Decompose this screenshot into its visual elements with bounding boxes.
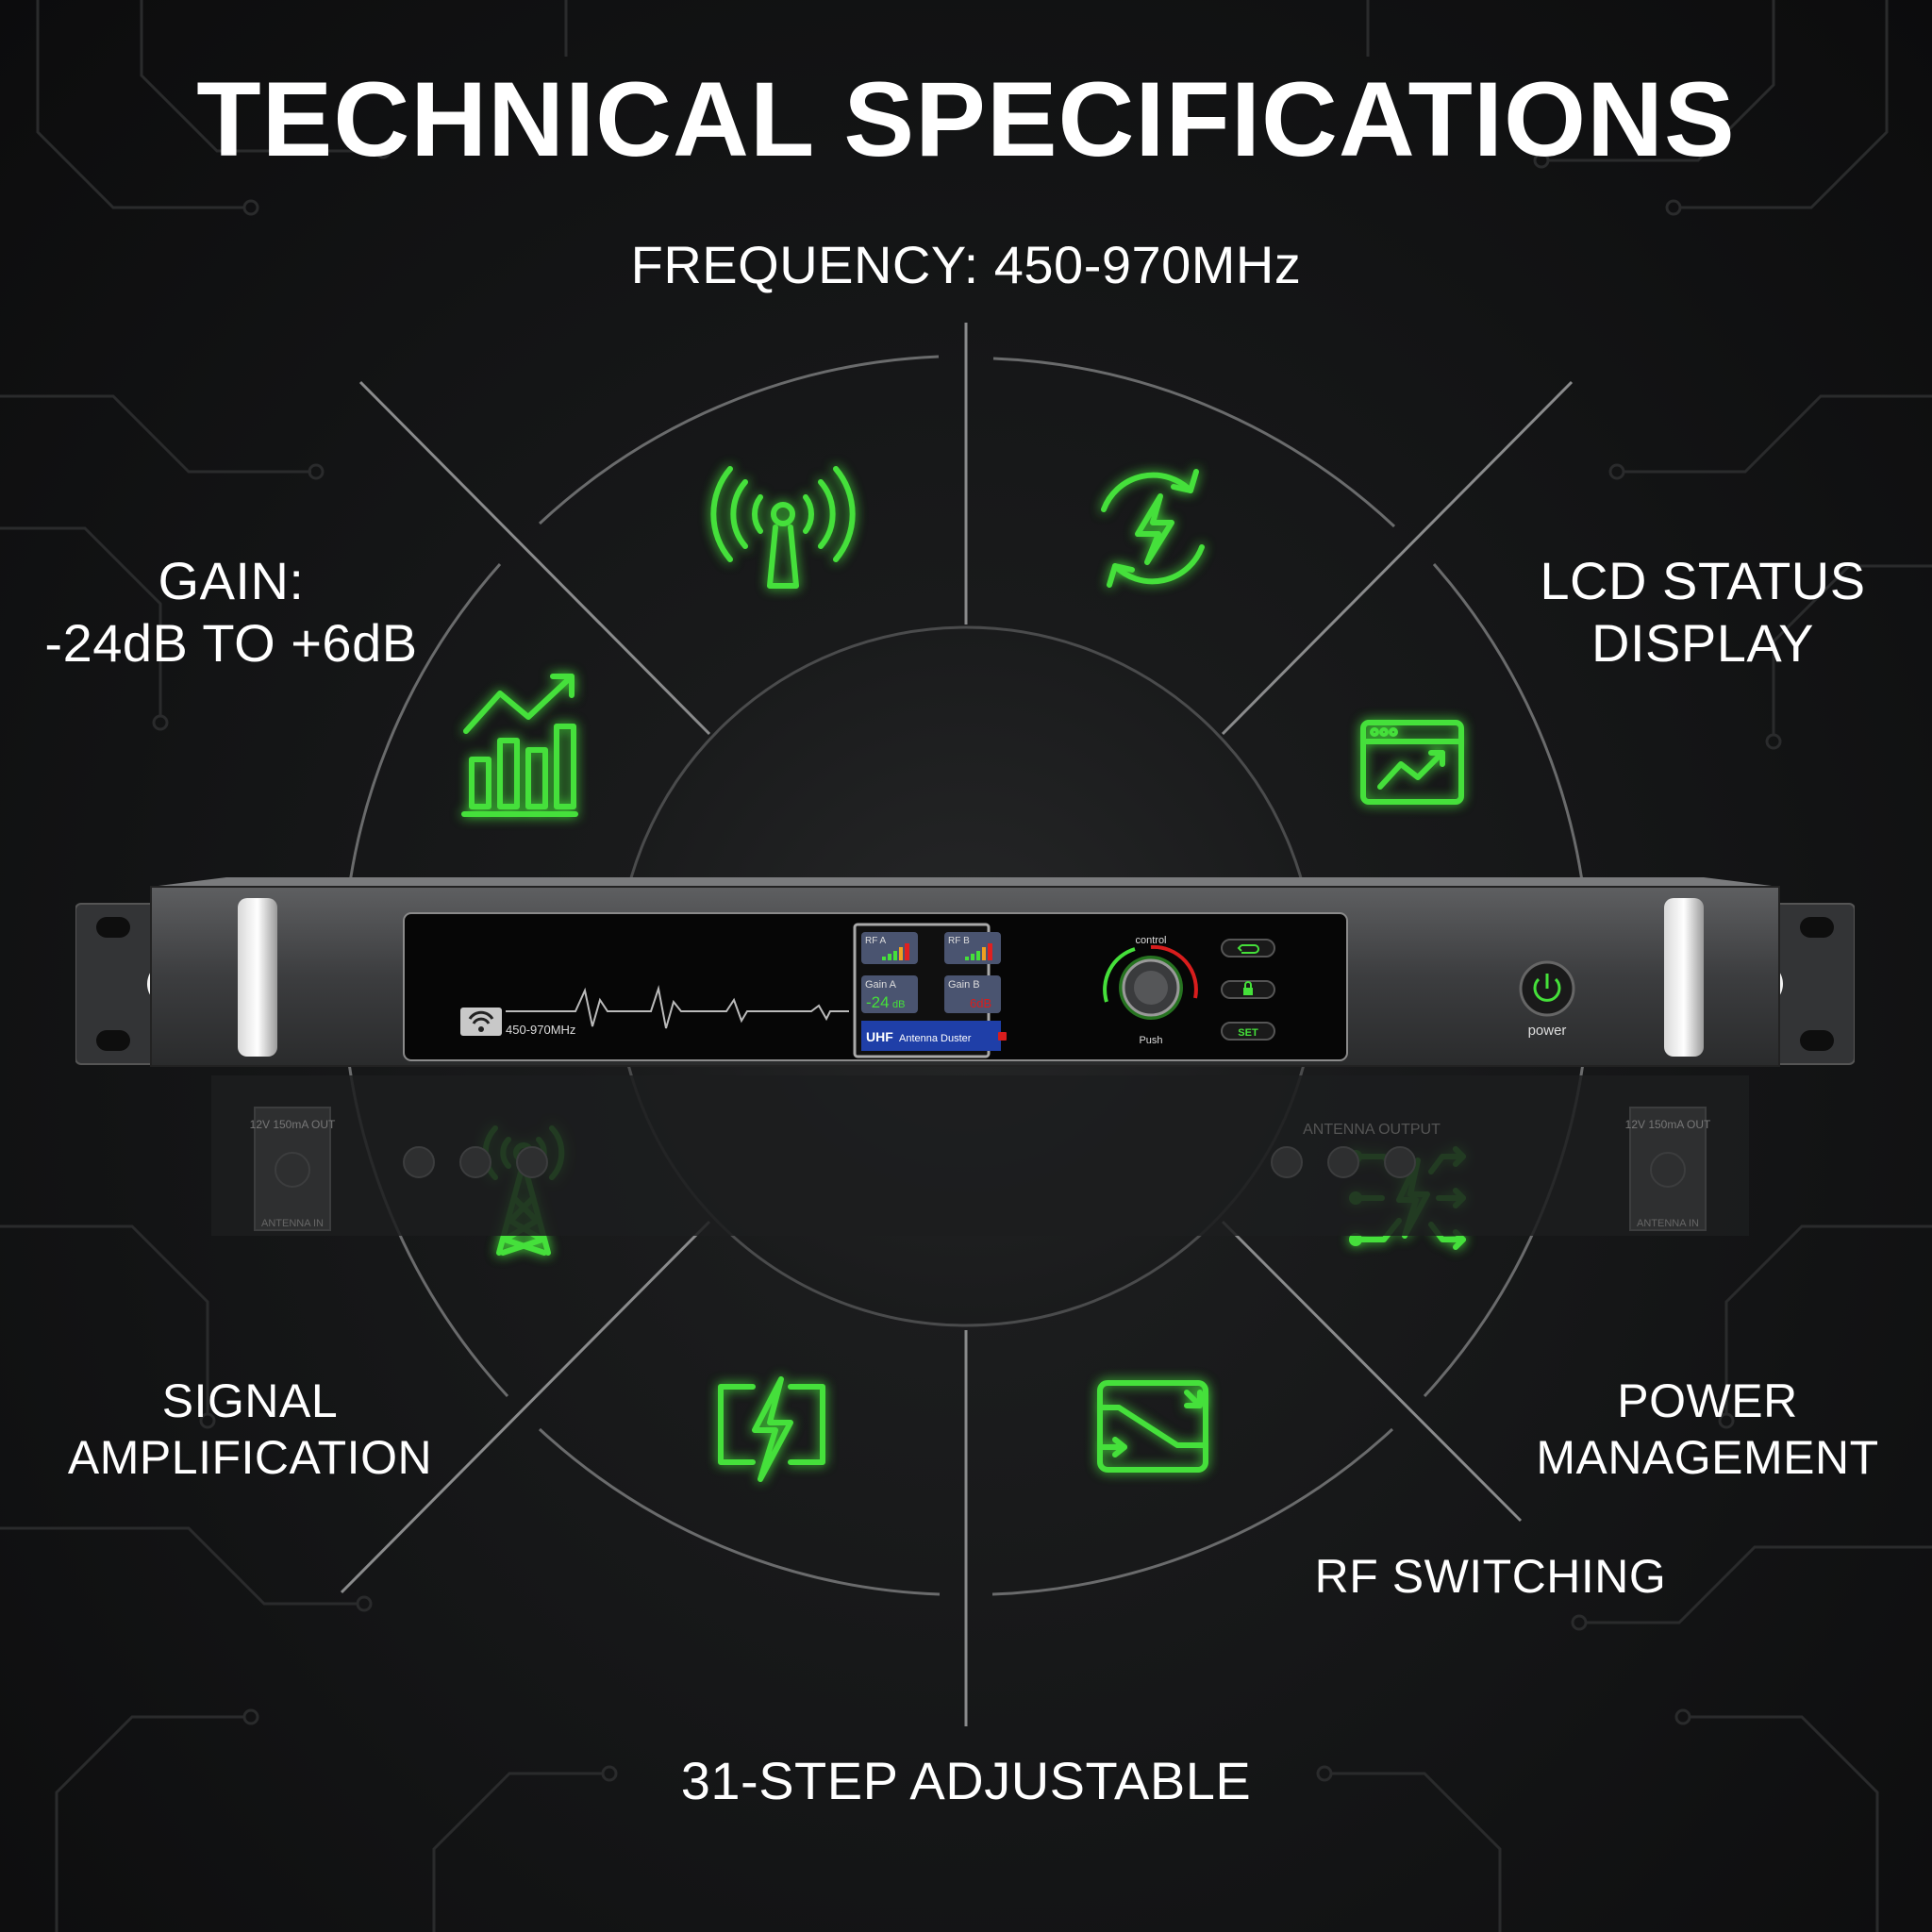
- control-knob[interactable]: control Push: [1103, 935, 1198, 1046]
- spec-rf-switching: RF SWITCHING: [1264, 1545, 1717, 1607]
- spec-gain: GAIN: -24dB TO +6dB: [19, 550, 443, 675]
- lcd-gain-a-unit: dB: [892, 999, 905, 1010]
- rear-panel: 12V 150mA OUT 12V 150mA OUT ANTENNA IN A…: [211, 1075, 1749, 1236]
- spec-steps: 31-STEP ADJUSTABLE: [541, 1750, 1391, 1812]
- bar-chart-growth-icon: [461, 674, 578, 817]
- back-button[interactable]: [1221, 939, 1275, 958]
- power-button[interactable]: power: [1519, 960, 1575, 1039]
- rack-device: 450-970MHz RF A RF B Gain A -24: [75, 877, 1855, 1067]
- spoke-lines: [340, 323, 1574, 1726]
- rear-label-left: 12V 150mA OUT: [250, 1118, 336, 1131]
- lcd-screen: RF A RF B Gain A -24 dB Gain B 6dB UHF A…: [853, 923, 1007, 1058]
- antenna-signal-icon: [710, 466, 856, 589]
- set-button[interactable]: SET: [1221, 1022, 1275, 1041]
- rear-antenna-in-right: ANTENNA IN: [1637, 1218, 1699, 1229]
- spec-signal-line1: SIGNAL: [161, 1374, 339, 1427]
- display-bolt-icon: [718, 1376, 825, 1482]
- power-icon: [1533, 977, 1561, 1002]
- lcd-gain-a-label: Gain A: [865, 979, 897, 991]
- spec-steps-text: 31-STEP ADJUSTABLE: [680, 1751, 1252, 1810]
- waveform-graphic: [506, 985, 849, 1029]
- spec-signal: SIGNAL AMPLIFICATION: [38, 1373, 462, 1486]
- spec-gain-line2: -24dB TO +6dB: [44, 613, 418, 673]
- set-button-label: SET: [1238, 1027, 1258, 1039]
- spec-signal-line2: AMPLIFICATION: [67, 1431, 433, 1484]
- spec-power-line1: POWER: [1617, 1374, 1798, 1427]
- rear-antenna-in-left: ANTENNA IN: [261, 1218, 324, 1229]
- knob-bottom-label: Push: [1139, 1035, 1162, 1046]
- spec-frequency-text: FREQUENCY: 450-970MHz: [630, 235, 1302, 294]
- spec-lcd: LCD STATUS DISPLAY: [1491, 550, 1915, 675]
- back-arrow-icon: [1237, 944, 1259, 954]
- energy-cycle-icon: [1101, 469, 1205, 588]
- switch-panel-icon: [1097, 1380, 1208, 1473]
- rear-label-right: 12V 150mA OUT: [1625, 1118, 1711, 1131]
- spec-frequency: FREQUENCY: 450-970MHz: [494, 234, 1438, 296]
- spec-lcd-line1: LCD STATUS: [1540, 551, 1866, 610]
- lcd-rf-a-label: RF A: [865, 936, 887, 946]
- power-label: power: [1528, 1023, 1567, 1039]
- lcd-rf-b-label: RF B: [948, 936, 970, 946]
- spec-power-line2: MANAGEMENT: [1536, 1431, 1879, 1484]
- lcd-footer-prefix: UHF: [866, 1029, 893, 1044]
- device-freq-label: 450-970MHz: [506, 1023, 575, 1037]
- page-title: TECHNICAL SPECIFICATIONS: [196, 60, 1736, 178]
- spec-power: POWER MANAGEMENT: [1500, 1373, 1915, 1486]
- lcd-footer-text: Antenna Duster: [899, 1033, 972, 1044]
- right-handle[interactable]: [1664, 898, 1704, 1057]
- rear-rf-output: ANTENNA OUTPUT: [1303, 1122, 1441, 1138]
- lcd-rf-b-meter: [965, 943, 992, 960]
- lcd-gain-b-value: 6dB: [970, 996, 991, 1010]
- spec-rf-switching-text: RF SWITCHING: [1314, 1550, 1667, 1603]
- spec-gain-line1: GAIN:: [158, 551, 305, 610]
- spec-lcd-line2: DISPLAY: [1591, 613, 1814, 673]
- lock-icon: [1243, 988, 1253, 995]
- lcd-gain-a-value: -24: [866, 993, 890, 1011]
- left-handle[interactable]: [238, 898, 277, 1057]
- wifi-icon: [460, 1008, 502, 1036]
- lock-button[interactable]: [1221, 980, 1275, 999]
- lcd-gain-b-label: Gain B: [948, 979, 980, 991]
- knob-top-label: control: [1135, 935, 1166, 946]
- lcd-lock-icon: [998, 1032, 1007, 1041]
- lcd-rf-a-meter: [882, 943, 909, 960]
- monitor-chart-icon: [1360, 720, 1464, 805]
